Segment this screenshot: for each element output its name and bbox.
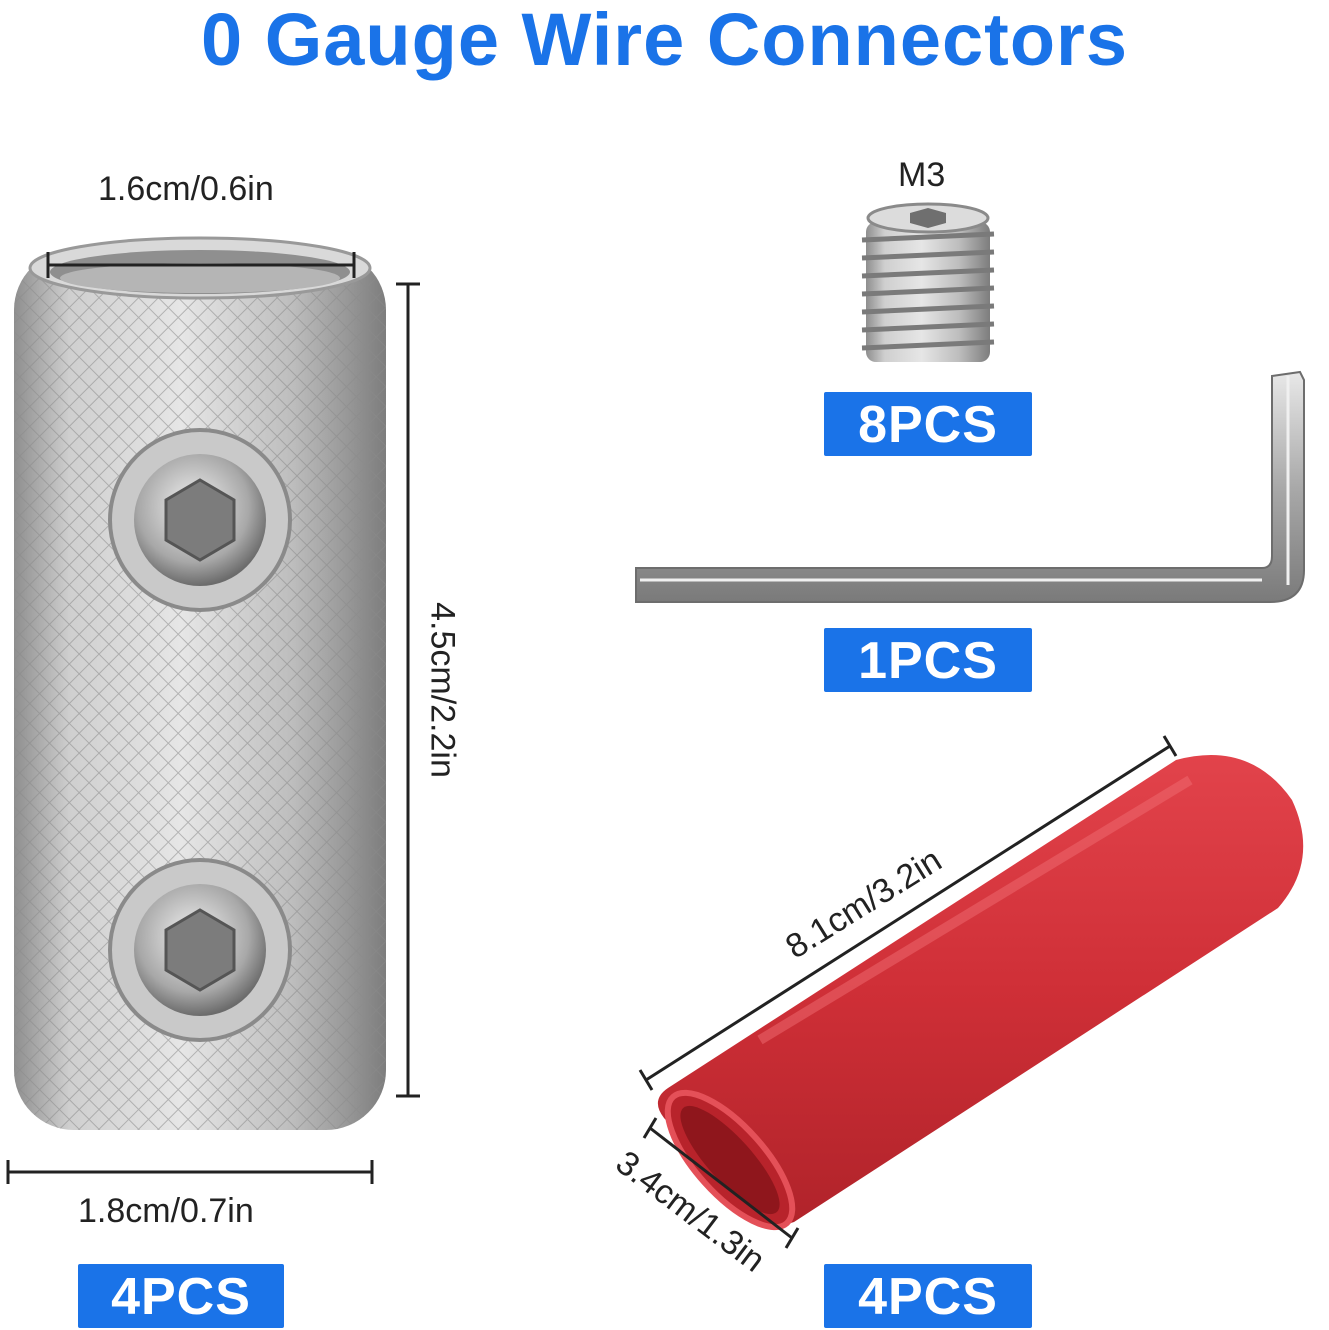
- connector-bottom-width-label: 1.8cm/0.7in: [78, 1192, 254, 1230]
- tube-dimension-lines: [638, 735, 1178, 1249]
- screw-size-label: M3: [898, 156, 946, 194]
- heat-shrink-tube-illustration: [657, 755, 1304, 1231]
- hex-key-illustration: [635, 370, 1305, 603]
- connector-top-width-label: 1.6cm/0.6in: [98, 170, 274, 208]
- set-screw-illustration: [861, 202, 995, 362]
- page-title: 0 Gauge Wire Connectors: [201, 0, 1128, 81]
- connector-quantity-badge: 4PCS: [78, 1264, 284, 1328]
- connector-dimension-lines: [6, 252, 420, 1184]
- connector-height-label: 4.5cm/2.2in: [423, 602, 462, 778]
- connector-illustration: [14, 236, 386, 1130]
- hex-key-quantity-badge: 1PCS: [824, 628, 1032, 692]
- tube-quantity-badge: 4PCS: [824, 1264, 1032, 1328]
- screw-quantity-badge: 8PCS: [824, 392, 1032, 456]
